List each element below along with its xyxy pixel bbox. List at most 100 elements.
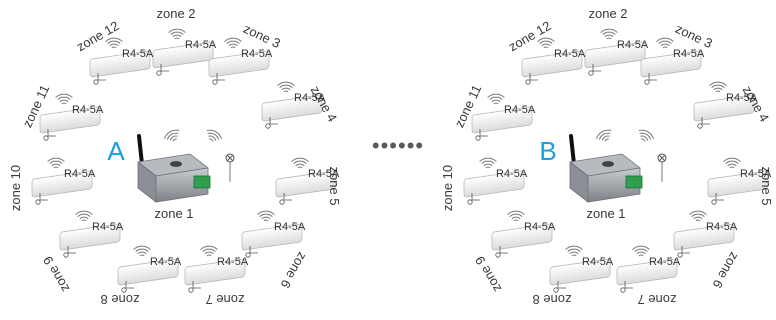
zone-label: zone 3	[241, 21, 283, 51]
lamp-icon	[44, 136, 48, 140]
zone-label: zone 2	[156, 6, 195, 21]
signal-waves-icon	[204, 128, 223, 145]
controller-hub: zone 1	[138, 128, 234, 221]
receiver-module: R4-5A	[185, 246, 249, 292]
lamp-icon	[476, 136, 480, 140]
zone-label: zone 7	[637, 292, 676, 307]
zone-label: zone 9	[40, 254, 73, 295]
module-model-label: R4-5A	[504, 104, 536, 116]
module-model-label: R4-5A	[122, 48, 154, 60]
group-b: R4-5AR4-5AR4-5AR4-5AR4-5AR4-5AR4-5AR4-5A…	[440, 6, 774, 307]
lamp-icon	[712, 200, 716, 204]
lamp-icon	[36, 200, 40, 204]
signal-waves-icon	[690, 211, 707, 221]
receiver-module: R4-5A	[492, 211, 556, 257]
hub-zone-label: zone 1	[586, 206, 625, 221]
lamp-icon	[589, 71, 593, 75]
zone-label: zone 6	[278, 250, 311, 291]
receiver-module: R4-5A	[464, 158, 528, 204]
signal-waves-icon	[56, 94, 73, 104]
module-model-label: R4-5A	[706, 221, 738, 233]
zone-label: zone 3	[673, 21, 715, 51]
signal-waves-icon	[538, 38, 555, 48]
signal-waves-icon	[169, 29, 186, 39]
module-model-label: R4-5A	[150, 256, 182, 268]
zone-label: zone 7	[205, 292, 244, 307]
signal-waves-icon	[163, 128, 182, 145]
lamp-icon	[698, 124, 702, 128]
lamp-icon	[468, 200, 472, 204]
antenna-icon	[139, 136, 142, 164]
receiver-module: R4-5A	[118, 246, 182, 292]
terminal-block	[194, 176, 210, 188]
signal-waves-icon	[633, 246, 650, 256]
controller-hub: zone 1	[570, 128, 666, 221]
receiver-module: R4-5A	[550, 246, 614, 292]
receiver-module: R4-5A	[40, 94, 104, 140]
antenna-icon	[571, 136, 574, 164]
zone-label: zone 9	[472, 254, 505, 295]
signal-waves-icon	[724, 158, 741, 168]
zone-label: zone 5	[327, 166, 342, 205]
module-model-label: R4-5A	[554, 48, 586, 60]
lamp-icon	[621, 288, 625, 292]
lamp-icon	[526, 80, 530, 84]
zone-label: zone 12	[506, 18, 554, 54]
lamp-icon	[64, 253, 68, 257]
signal-waves-icon	[201, 246, 218, 256]
ellipsis-separator: ••••••	[372, 133, 424, 158]
receiver-module: R4-5A	[153, 29, 217, 75]
receiver-module: R4-5A	[90, 38, 154, 84]
lamp-icon	[189, 288, 193, 292]
receiver-module: R4-5A	[674, 211, 738, 257]
zone-label: zone 10	[8, 165, 23, 211]
module-model-label: R4-5A	[524, 221, 556, 233]
group-a: R4-5AR4-5AR4-5AR4-5AR4-5AR4-5AR4-5AR4-5A…	[8, 6, 342, 307]
receiver-module: R4-5A	[585, 29, 649, 75]
module-model-label: R4-5A	[64, 168, 96, 180]
signal-waves-icon	[292, 158, 309, 168]
lamp-icon	[157, 71, 161, 75]
receiver-module: R4-5A	[617, 246, 681, 292]
lamp-icon	[122, 288, 126, 292]
zone-label: zone 10	[440, 165, 455, 211]
module-model-label: R4-5A	[274, 221, 306, 233]
signal-waves-icon	[595, 128, 614, 145]
module-model-label: R4-5A	[617, 39, 649, 51]
zone-label: zone 8	[532, 292, 571, 307]
signal-waves-icon	[480, 158, 497, 168]
receiver-module: R4-5A	[60, 211, 124, 257]
receiver-module: R4-5A	[472, 94, 536, 140]
lamp-icon	[496, 253, 500, 257]
receiver-module: R4-5A	[641, 38, 705, 84]
lamp-icon	[554, 288, 558, 292]
signal-waves-icon	[76, 211, 93, 221]
terminal-block	[626, 176, 642, 188]
lamp-icon	[280, 200, 284, 204]
signal-waves-icon	[566, 246, 583, 256]
signal-waves-icon	[488, 94, 505, 104]
lamp-icon	[213, 80, 217, 84]
signal-waves-icon	[601, 29, 618, 39]
signal-waves-icon	[278, 82, 295, 92]
zone-label: zone 2	[588, 6, 627, 21]
lamp-icon	[645, 80, 649, 84]
module-model-label: R4-5A	[649, 256, 681, 268]
module-model-label: R4-5A	[496, 168, 528, 180]
group-letter: B	[539, 136, 556, 166]
signal-waves-icon	[258, 211, 275, 221]
signal-waves-icon	[508, 211, 525, 221]
module-model-label: R4-5A	[582, 256, 614, 268]
lamp-icon	[94, 80, 98, 84]
module-model-label: R4-5A	[72, 104, 104, 116]
receiver-module: R4-5A	[522, 38, 586, 84]
signal-waves-icon	[134, 246, 151, 256]
receiver-module: R4-5A	[242, 211, 306, 257]
module-model-label: R4-5A	[185, 39, 217, 51]
signal-waves-icon	[225, 38, 242, 48]
group-letter: A	[107, 136, 125, 166]
zone-label: zone 12	[74, 18, 122, 54]
signal-waves-icon	[710, 82, 727, 92]
hub-zone-label: zone 1	[154, 206, 193, 221]
